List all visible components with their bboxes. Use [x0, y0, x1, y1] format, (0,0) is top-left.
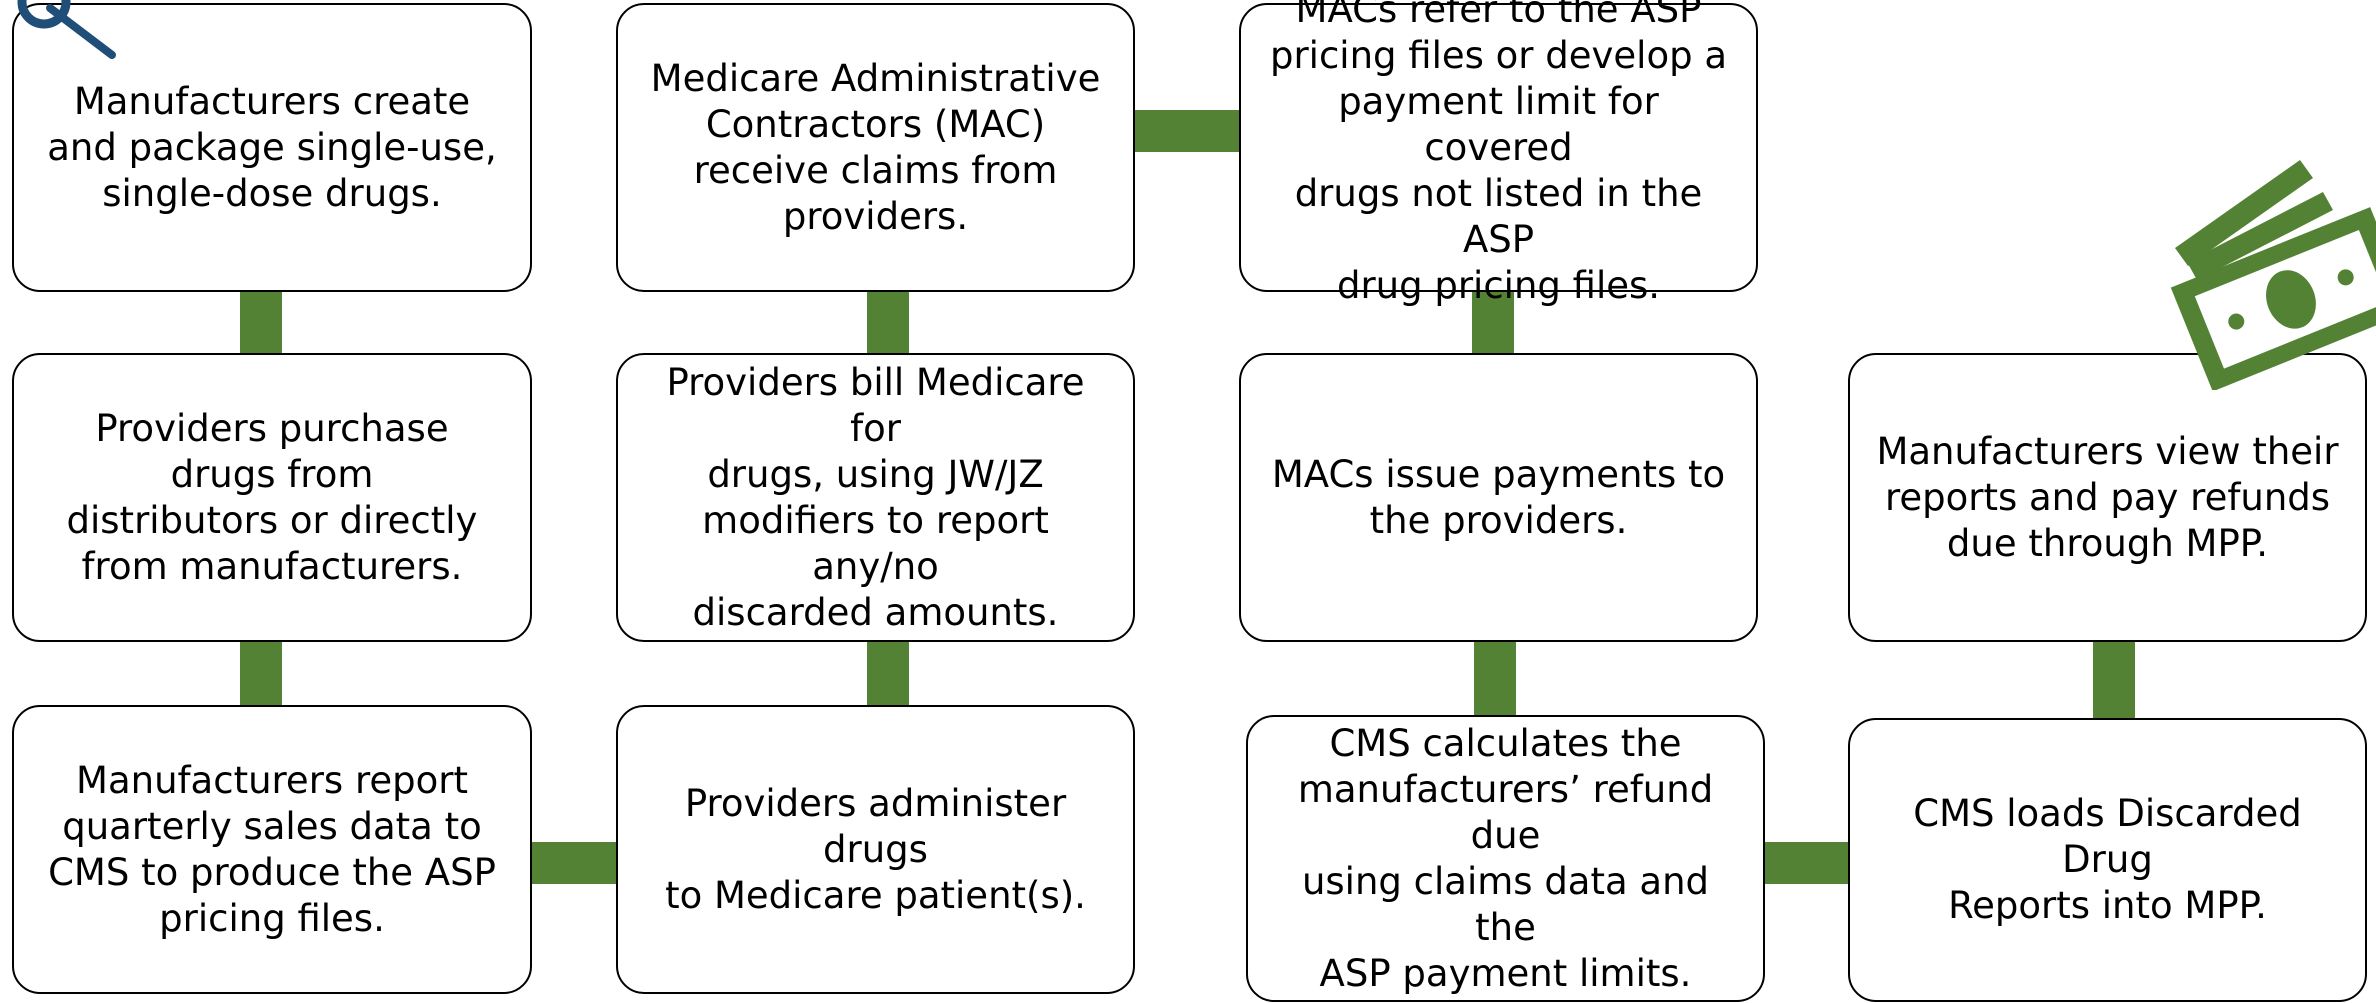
step-macs-receive: Medicare Administrative Contractors (MAC…	[616, 3, 1135, 292]
step-text: MACs refer to the ASP pricing files or d…	[1269, 0, 1728, 307]
connector-receive-to-refer	[1133, 110, 1241, 152]
connector-bill-to-receive	[867, 290, 909, 354]
connector-create-to-purchase	[240, 290, 282, 354]
step-manufacturers-report: Manufacturers report quarterly sales dat…	[12, 705, 532, 994]
step-cms-loads: CMS loads Discarded Drug Reports into MP…	[1848, 718, 2367, 1002]
step-providers-bill: Providers bill Medicare for drugs, using…	[616, 353, 1135, 642]
step-providers-administer: Providers administer drugs to Medicare p…	[616, 705, 1135, 994]
money-bill-icon	[2170, 160, 2376, 390]
connector-refer-to-issue	[1472, 290, 1514, 354]
step-cms-calculates: CMS calculates the manufacturers’ refund…	[1246, 715, 1765, 1002]
wrench-icon	[17, 0, 116, 59]
connector-purchase-to-report	[240, 640, 282, 706]
connector-load-to-view	[2093, 640, 2135, 720]
connector-calculate-to-load	[1763, 842, 1851, 884]
step-text: Providers bill Medicare for drugs, using…	[666, 360, 1085, 634]
step-text: Providers purchase drugs from distributo…	[66, 406, 478, 588]
step-providers-purchase: Providers purchase drugs from distributo…	[12, 353, 532, 642]
step-text: Medicare Administrative Contractors (MAC…	[650, 56, 1101, 238]
connector-report-to-administer	[530, 842, 618, 884]
step-macs-refer: MACs refer to the ASP pricing files or d…	[1239, 0, 1758, 307]
step-text: Manufacturers report quarterly sales dat…	[48, 758, 496, 940]
step-text: CMS loads Discarded Drug Reports into MP…	[1913, 792, 2302, 927]
step-macs-issue: MACs issue payments to the providers.	[1239, 353, 1758, 642]
step-text: Providers administer drugs to Medicare p…	[665, 781, 1086, 917]
connector-issue-to-calculate	[1474, 640, 1516, 716]
step-text: Manufacturers view their reports and pay…	[1876, 429, 2339, 565]
step-manufacturers-view: Manufacturers view their reports and pay…	[1848, 353, 2367, 642]
connector-administer-to-bill	[867, 640, 909, 706]
step-text: CMS calculates the manufacturers’ refund…	[1297, 721, 1714, 995]
step-text: Manufacturers create and package single-…	[47, 79, 497, 215]
step-manufacturers-create: Manufacturers create and package single-…	[12, 3, 532, 292]
step-text: MACs issue payments to the providers.	[1271, 452, 1726, 542]
